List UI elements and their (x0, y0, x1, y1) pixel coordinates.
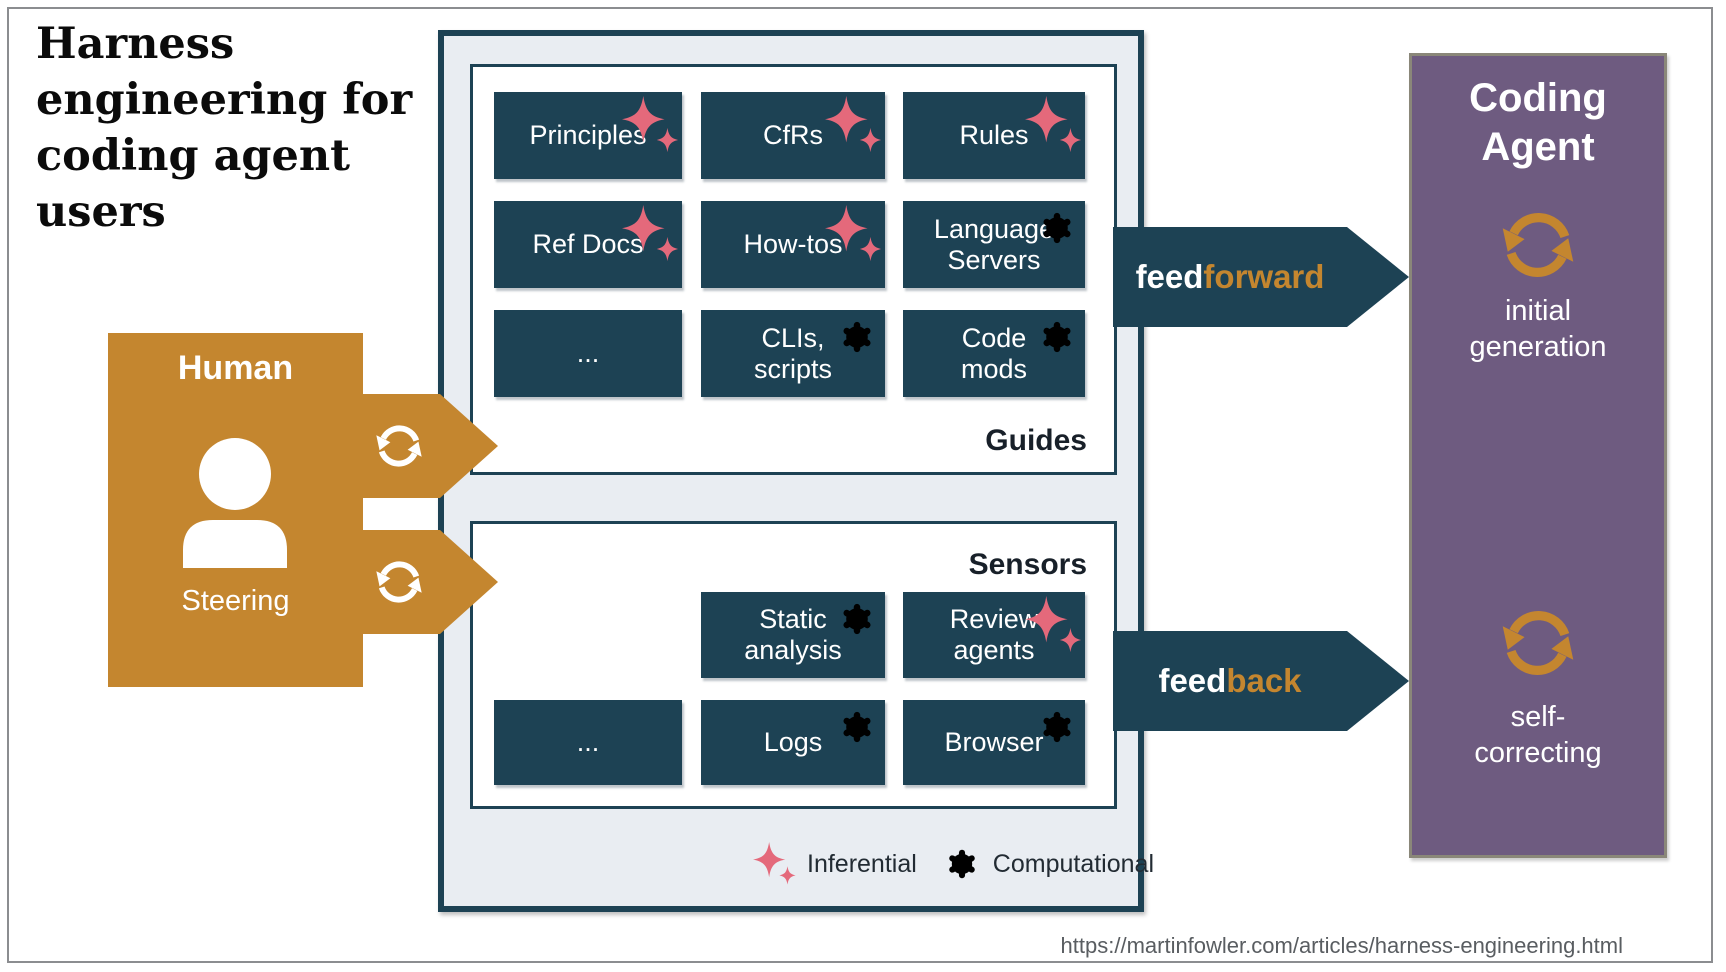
feedback-highlight: back (1226, 662, 1302, 699)
sensors-label: Sensors (968, 548, 1087, 581)
sparkle-icon (1025, 96, 1082, 153)
sensors-box: Sensors Static analysis Review agents ..… (470, 521, 1117, 809)
tile-ellipsis-guides: ... (494, 310, 682, 397)
sparkle-icon (622, 96, 679, 153)
guides-label: Guides (985, 424, 1087, 457)
feedforward-highlight: forward (1203, 258, 1325, 295)
tile-cfrs: CfRs (701, 92, 885, 179)
sparkle-icon (825, 96, 882, 153)
legend-inferential-label: Inferential (807, 849, 917, 878)
tile-label: Review agents (949, 604, 1039, 665)
tile-label: CLIs, scripts (753, 322, 832, 384)
feedforward-prefix: feed (1135, 258, 1204, 295)
tile-ref-docs: Ref Docs (494, 201, 682, 288)
tile-principles: Principles (494, 92, 682, 179)
gear-icon (842, 603, 872, 635)
sparkle-icon (1025, 596, 1082, 653)
sync-icon (1496, 601, 1580, 685)
arrowhead (440, 530, 498, 634)
tile-static-analysis: Static analysis (701, 592, 885, 678)
initial-generation-label: initial generation (1469, 295, 1607, 363)
tile-label: Ref Docs (532, 229, 644, 259)
human-title: Human (177, 349, 294, 387)
tile-language-servers: Language Servers (903, 201, 1085, 288)
tile-label: Rules (959, 120, 1029, 150)
guides-box: Principles CfRs Rules Ref Docs How-tos L… (470, 64, 1117, 475)
tile-label: Code mods (960, 322, 1028, 384)
tile-logs: Logs (701, 700, 885, 785)
steering-arrow-body (363, 530, 440, 634)
source-url: https://martinfowler.com/articles/harnes… (1060, 933, 1623, 958)
gear-icon (842, 321, 872, 353)
tile-label: Principles (529, 120, 647, 150)
sync-icon (372, 419, 426, 473)
steering-arrow-body (363, 394, 440, 498)
tile-label: Language Servers (933, 213, 1055, 275)
tile-ellipsis-sensors: ... (494, 700, 682, 785)
self-correcting-label: self- correcting (1474, 701, 1602, 769)
gear-icon (1042, 321, 1072, 353)
human-box: Human Steering (108, 333, 363, 687)
tile-label: Static analysis (744, 604, 842, 665)
tile-label: Logs (763, 727, 823, 757)
gear-icon (947, 849, 976, 879)
tile-code-mods: Code mods (903, 310, 1085, 397)
sync-icon (1496, 203, 1580, 287)
tile-rules: Rules (903, 92, 1085, 179)
feedback-prefix: feed (1158, 662, 1227, 699)
page-title: Harness engineering for coding agent use… (36, 19, 413, 237)
steering-arrow-top (363, 394, 498, 498)
arrowhead (1347, 631, 1409, 731)
tile-how-tos: How-tos (701, 201, 885, 288)
arrowhead (440, 394, 498, 498)
tile-label: ... (576, 727, 600, 757)
tile-review-agents: Review agents (903, 592, 1085, 678)
tile-label: How-tos (743, 229, 843, 259)
person-icon (183, 438, 287, 568)
sparkle-icon (825, 205, 882, 262)
sparkle-icon (622, 205, 679, 262)
tile-browser: Browser (903, 700, 1085, 785)
coding-agent-box: Coding Agent initial generation self- co… (1409, 53, 1667, 858)
tile-label: ... (576, 338, 600, 368)
gear-icon (1042, 711, 1072, 743)
legend-computational-label: Computational (992, 849, 1155, 878)
gear-icon (1042, 212, 1072, 244)
legend: Inferential Computational (753, 841, 1154, 887)
arrowhead (1347, 227, 1409, 327)
tile-clis-scripts: CLIs, scripts (701, 310, 885, 397)
steering-label: Steering (181, 585, 290, 617)
tile-label: CfRs (763, 120, 823, 150)
gear-icon (842, 711, 872, 743)
sync-icon (372, 555, 426, 609)
sparkle-icon (753, 842, 796, 885)
tile-label: Browser (944, 727, 1044, 757)
coding-agent-title: Coding Agent (1469, 76, 1607, 169)
steering-arrow-bottom (363, 530, 498, 634)
